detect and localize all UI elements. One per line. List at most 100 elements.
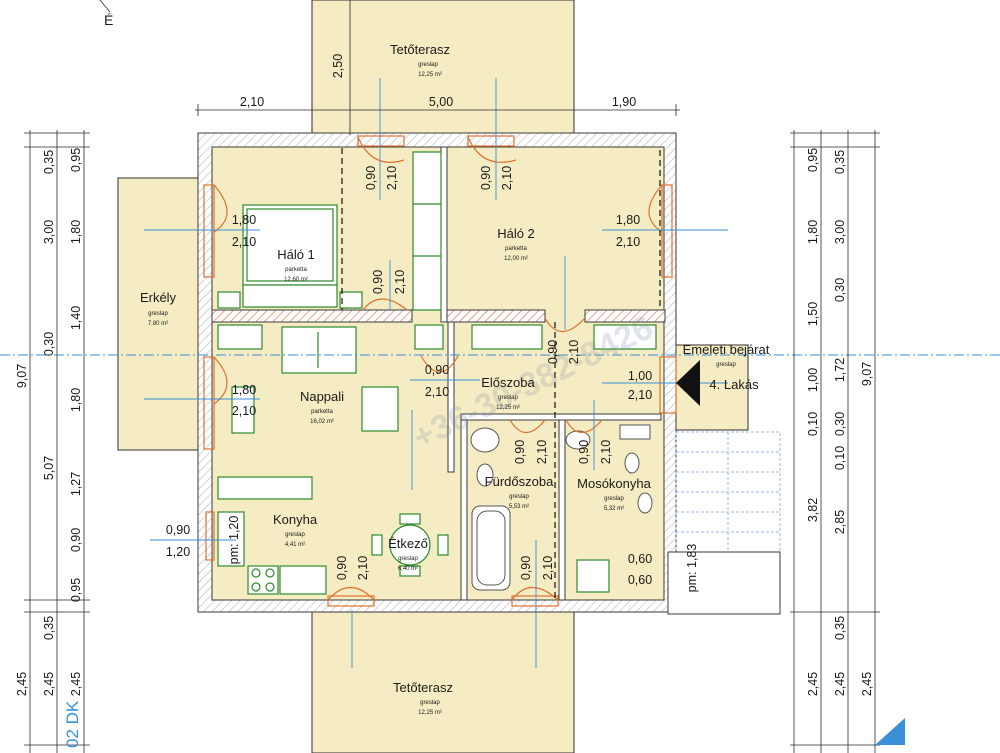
dim-left-inner-2: 1,40 — [69, 306, 83, 330]
door-entrance-w: 1,00 — [628, 369, 652, 383]
room-name-terrace-bottom: Tetőterasz — [393, 680, 453, 695]
door-wc-w: 0,90 — [425, 363, 449, 377]
room-area-bedroom1: 12,60 m² — [284, 277, 308, 283]
win-top-b-h: 2,10 — [500, 166, 514, 190]
dim-terrace-depth: 2,50 — [331, 54, 345, 78]
entrance-arrow — [676, 360, 700, 406]
top-dimensions: 2,10 5,00 1,90 2,50 — [240, 54, 636, 109]
dim-left-inner-7: 2,45 — [69, 672, 83, 696]
dim-left-outer-5: 0,90 — [69, 528, 83, 552]
door-hall-h: 2,10 — [393, 270, 407, 294]
door-hall-w: 0,90 — [371, 270, 385, 294]
win-bath-h: 2,10 — [541, 556, 555, 580]
room-material-living: parketta — [311, 409, 333, 415]
room-area-living: 16,02 m² — [310, 419, 334, 425]
room-material-terrace-bottom: greslap — [420, 700, 440, 706]
room-name-balcony: Erkély — [140, 290, 177, 305]
stair-landing — [667, 551, 781, 615]
dim-left-outer-6: 0,95 — [69, 578, 83, 602]
dim-right-inner-2: 1,50 — [806, 302, 820, 326]
door-hall2-h: 2,10 — [567, 340, 581, 364]
door-bath-w: 0,90 — [513, 440, 527, 464]
furniture — [217, 151, 657, 595]
room-area-dining: 6,40 m² — [398, 566, 418, 572]
win-kitchen-w: 0,90 — [166, 523, 190, 537]
dim-right-inner-8: 2,45 — [806, 672, 820, 696]
dim-top-right: 1,90 — [612, 95, 636, 109]
dimension-lines — [24, 0, 880, 753]
door-hall2-w: 0,90 — [546, 340, 560, 364]
room-area-bathroom: 5,53 m² — [509, 504, 529, 510]
door-bath-h: 2,10 — [535, 440, 549, 464]
dim-left-inner-0: 0,95 — [69, 148, 83, 172]
dim-right-inner-0: 0,95 — [806, 148, 820, 172]
dim-right-outer-0: 0,35 — [833, 150, 847, 174]
dim-left-inner-1: 1,80 — [69, 220, 83, 244]
room-name-dining: Étkező — [388, 536, 428, 551]
dim-far-right: 9,07 — [860, 362, 874, 386]
win-laundry-w: 0,60 — [628, 552, 652, 566]
room-material-dining: greslap — [398, 556, 418, 562]
win-bed1-h: 2,10 — [232, 235, 256, 249]
dim-top-mid: 5,00 — [429, 95, 453, 109]
door-entrance-h: 2,10 — [628, 388, 652, 402]
room-material-entrance: greslap — [716, 362, 736, 368]
room-material-kitchen: greslap — [285, 532, 305, 538]
sanitary — [470, 424, 653, 591]
room-name-hall: Előszoba — [481, 375, 535, 390]
room-name-entrance: Emeleti bejárat — [683, 342, 770, 357]
win-bed2-h: 2,10 — [616, 235, 640, 249]
room-material-laundry: greslap — [604, 496, 624, 502]
dim-right-inner-5: 0,10 — [833, 446, 847, 470]
right-dimensions: 0,95 1,80 1,50 1,00 0,10 0,10 3,82 0,35 … — [806, 148, 874, 696]
dim-right-inner-3: 1,00 — [806, 368, 820, 392]
room-name-kitchen: Konyha — [273, 512, 318, 527]
dim-left-outer-3: 9,07 — [15, 364, 29, 388]
room-name-terrace-top: Tetőterasz — [390, 42, 450, 57]
dim-left-outer-8b: 2,45 — [42, 672, 56, 696]
room-area-terrace-top: 12,25 m² — [418, 72, 442, 78]
win-top-a-w: 0,90 — [364, 166, 378, 190]
win-kitchen-h: 1,20 — [166, 545, 190, 559]
section-marker — [875, 718, 905, 745]
room-area-terrace-bottom: 12,25 m² — [418, 710, 442, 716]
dim-left-outer-8: 2,45 — [15, 672, 29, 696]
win-living-w: 1,80 — [232, 383, 256, 397]
dim-right-outer-7: 2,45 — [833, 672, 847, 696]
dim-left-inner-3: 1,80 — [69, 388, 83, 412]
dim-right-outer-3: 1,72 — [833, 358, 847, 382]
openings — [203, 135, 677, 607]
room-material-balcony: greslap — [148, 311, 168, 317]
door-wc-h: 2,10 — [425, 385, 449, 399]
section-label: 02 DK — [63, 700, 82, 748]
room-labels: Tetőterasz greslap 12,25 m² Tetőterasz g… — [140, 42, 770, 716]
win-living-h: 2,10 — [232, 404, 256, 418]
pm-laundry: pm: 1,83 — [685, 544, 699, 593]
dim-right-inner-1: 1,80 — [806, 220, 820, 244]
win-laundry-h: 0,60 — [628, 573, 652, 587]
room-material-bathroom: greslap — [509, 494, 529, 500]
win-dining-w: 0,90 — [335, 556, 349, 580]
room-area-bedroom2: 12,00 m² — [504, 256, 528, 262]
room-name-bedroom2: Háló 2 — [497, 226, 535, 241]
room-name-bedroom1: Háló 1 — [277, 247, 315, 262]
interior-walls — [211, 146, 666, 601]
dim-left-inner-4: 1,27 — [69, 472, 83, 496]
dim-right-inner-4: 0,10 — [806, 412, 820, 436]
dim-top-left: 2,10 — [240, 95, 264, 109]
dim-left-outer-7: 0,35 — [42, 616, 56, 640]
dim-right-outer-7b: 2,45 — [860, 672, 874, 696]
dim-right-inner-6: 3,82 — [806, 498, 820, 522]
opening-labels: 0,90 2,10 0,90 2,10 0,90 2,10 1,80 2,10 … — [166, 166, 699, 593]
room-area-laundry: 5,32 m² — [604, 506, 624, 512]
dim-right-inner-7: 0,35 — [833, 616, 847, 640]
axis-lines — [0, 78, 1000, 668]
dim-left-outer-1: 3,00 — [42, 220, 56, 244]
left-dimensions: 0,35 3,00 0,30 9,07 5,07 0,90 0,95 0,35 … — [15, 148, 83, 696]
dim-left-outer-0: 0,35 — [42, 150, 56, 174]
pm-kitchen: pm: 1,20 — [227, 516, 241, 565]
room-name-laundry: Mosókonyha — [577, 476, 651, 491]
room-material-terrace-top: greslap — [418, 62, 438, 68]
win-dining-h: 2,10 — [356, 556, 370, 580]
